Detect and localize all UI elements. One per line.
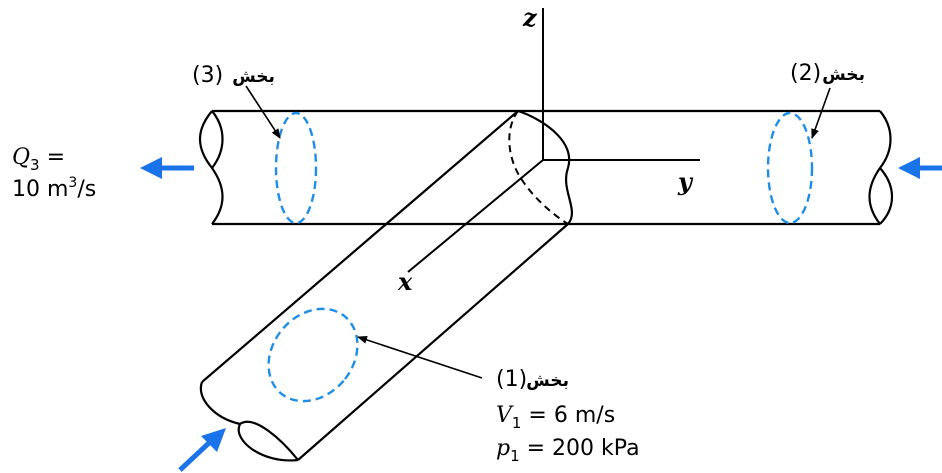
section-2-outline — [766, 111, 814, 225]
z-axis-label: z — [522, 3, 538, 32]
flow-rate-q3-line2: 10 m3/s — [12, 175, 96, 202]
section-3-label: (3) بخش — [192, 63, 275, 88]
section-3-outline — [274, 111, 318, 225]
inflow-arrow-1 — [178, 428, 226, 472]
main-pipe — [199, 109, 893, 226]
y-axis-label: y — [677, 167, 694, 196]
section-1-outline — [267, 307, 359, 403]
coordinate-axes: z y x — [397, 3, 700, 296]
section-2-leader — [811, 87, 831, 139]
section-1-label: بخش (1) — [496, 367, 569, 392]
outflow-arrow-3 — [140, 157, 194, 179]
inflow-arrow-2 — [898, 157, 942, 179]
x-axis-line — [407, 159, 544, 273]
section-3-leader — [245, 85, 281, 139]
section-2-label: بخش (2) — [790, 61, 865, 86]
section-1-leader — [357, 336, 483, 379]
branch-pipe — [199, 109, 574, 462]
pressure-p1: p1 = 200 kPa — [496, 436, 640, 465]
x-axis-label: x — [397, 267, 413, 296]
flow-rate-q3-line1: Q3 = — [12, 145, 65, 174]
velocity-v1: V1 = 6 m/s — [496, 403, 615, 432]
